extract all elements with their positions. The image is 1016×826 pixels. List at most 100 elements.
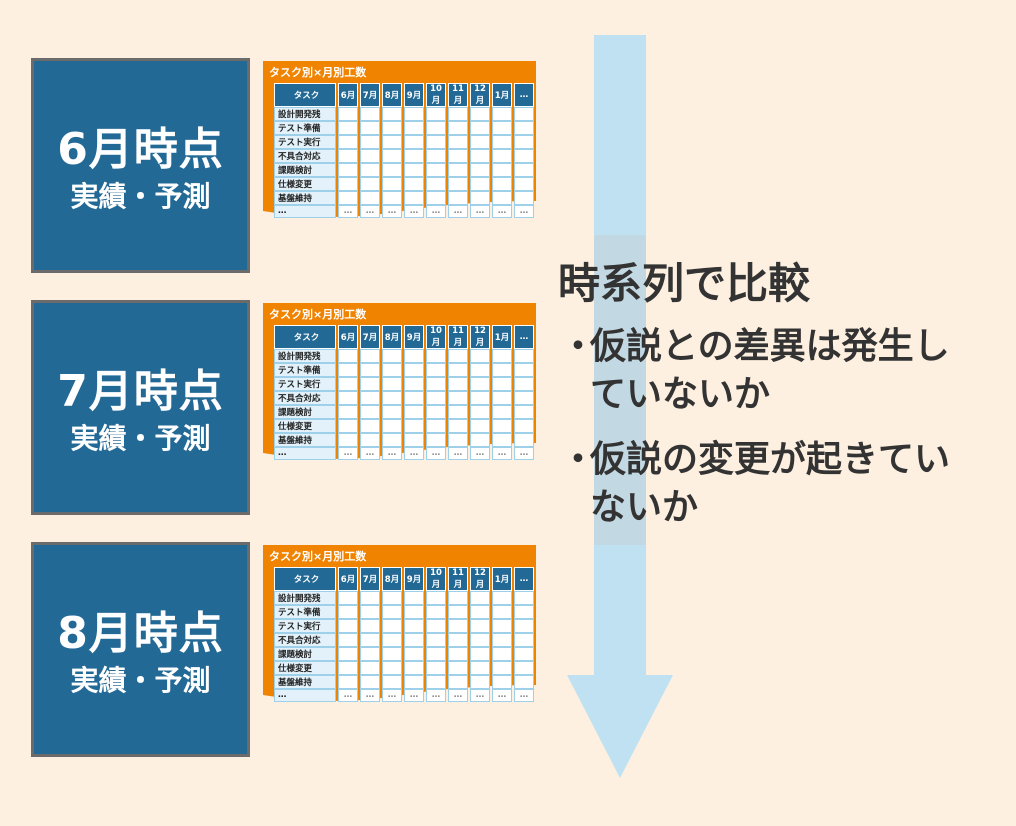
comparison-text: 時系列で比較 ・仮説との差異は発生していないか ・仮説の変更が起きていないか: [558, 250, 978, 549]
timeline-arrow: [567, 35, 673, 778]
task-name: 基盤維持: [274, 191, 336, 205]
table-cell: [448, 633, 468, 647]
table-cell: [382, 107, 402, 121]
table-cell: [448, 177, 468, 191]
table-cell: [470, 191, 490, 205]
table-cell: …: [448, 689, 468, 702]
table-cell: [382, 377, 402, 391]
table-cell: …: [338, 205, 358, 218]
table-cell: …: [492, 447, 512, 460]
table-cell: [448, 591, 468, 605]
table-cell: [338, 619, 358, 633]
table-cell: [514, 349, 534, 363]
table-row: 課題検討: [274, 647, 534, 661]
table-cell: [404, 349, 424, 363]
snapshot-title: 8月時点: [57, 608, 224, 659]
table-cell: [492, 377, 512, 391]
snapshot-subtitle: 実績・予測: [70, 664, 211, 697]
table-cell: [382, 605, 402, 619]
table-cell: [470, 377, 490, 391]
table-cell: [448, 377, 468, 391]
table-cell: [360, 135, 380, 149]
table-cell: [338, 661, 358, 675]
table-cell: [492, 121, 512, 135]
table-cell: [338, 405, 358, 419]
table-cell: [426, 647, 446, 661]
table-row: …………………………: [274, 205, 534, 218]
task-name: 設計開発残: [274, 591, 336, 605]
table-cell: [492, 619, 512, 633]
table-cell: [404, 605, 424, 619]
task-name: テスト準備: [274, 605, 336, 619]
bullet-item: ・仮説との差異は発生していないか: [558, 323, 978, 419]
table-cell: [514, 661, 534, 675]
table-cell: [404, 391, 424, 405]
table-cell: [448, 135, 468, 149]
task-name: 不具合対応: [274, 633, 336, 647]
table-cell: [338, 675, 358, 689]
bullet-text: 仮説との差異は発生していないか: [590, 326, 950, 415]
table-cell: [338, 191, 358, 205]
table-cell: [448, 605, 468, 619]
task-name: テスト実行: [274, 377, 336, 391]
table-cell: [470, 591, 490, 605]
table-cell: [492, 349, 512, 363]
task-name: 設計開発残: [274, 349, 336, 363]
table-row: 設計開発残: [274, 591, 534, 605]
table-cell: [470, 107, 490, 121]
table-cell: [404, 163, 424, 177]
table-cell: [492, 433, 512, 447]
table-row: 仕様変更: [274, 177, 534, 191]
table-row: 設計開発残: [274, 107, 534, 121]
table-cell: [470, 163, 490, 177]
table-cell: …: [426, 689, 446, 702]
table-cell: …: [492, 689, 512, 702]
table-cell: [470, 149, 490, 163]
table-cell: [470, 605, 490, 619]
table-cell: [338, 391, 358, 405]
table-cell: [426, 675, 446, 689]
table-cell: [338, 177, 358, 191]
table-row: 課題検討: [274, 405, 534, 419]
table-cell: [514, 177, 534, 191]
snapshot-subtitle: 実績・予測: [70, 180, 211, 213]
table-cell: …: [360, 447, 380, 460]
table-cell: [426, 121, 446, 135]
table-cell: [470, 647, 490, 661]
table-cell: [382, 363, 402, 377]
table-cell: [338, 591, 358, 605]
table-cell: [360, 433, 380, 447]
month-header: 9月: [404, 325, 424, 349]
task-name: 不具合対応: [274, 391, 336, 405]
table-cell: [470, 405, 490, 419]
table-cell: [360, 177, 380, 191]
table-cell: …: [382, 205, 402, 218]
comparison-title: 時系列で比較: [558, 259, 811, 308]
table-cell: [492, 661, 512, 675]
month-header: 8月: [382, 567, 402, 591]
month-header: …: [514, 325, 534, 349]
table-cell: [404, 149, 424, 163]
table-cell: …: [382, 447, 402, 460]
table-cell: [448, 675, 468, 689]
table-cell: [514, 405, 534, 419]
table-cell: …: [514, 205, 534, 218]
table-cell: …: [338, 447, 358, 460]
table-cell: [382, 163, 402, 177]
month-header: 11月: [448, 567, 468, 591]
table-cell: [448, 121, 468, 135]
table-cell: [338, 163, 358, 177]
table-cell: [360, 391, 380, 405]
snapshot-box: 7月時点 実績・予測: [31, 300, 250, 515]
table-cell: [360, 605, 380, 619]
table-cell: [426, 633, 446, 647]
month-header: 10月: [426, 567, 446, 591]
month-header: 10月: [426, 325, 446, 349]
table-cell: [338, 433, 358, 447]
table-cell: [360, 363, 380, 377]
table-cell: [514, 419, 534, 433]
table-cell: [404, 419, 424, 433]
table-cell: [448, 163, 468, 177]
table-row: テスト実行: [274, 377, 534, 391]
